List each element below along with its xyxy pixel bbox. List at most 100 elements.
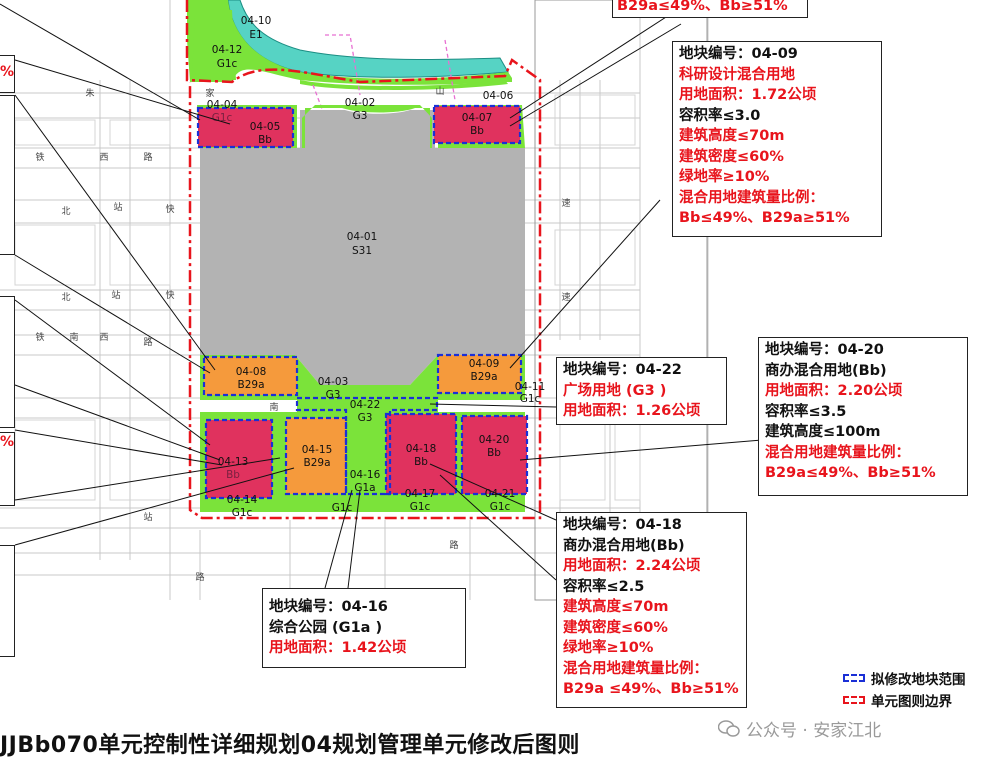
parcel-label: B29a [471, 371, 498, 383]
parcel-label: 04-09 [469, 358, 500, 370]
parcel-04-08-area [204, 357, 297, 395]
parcel-label: Bb [414, 456, 428, 468]
parcel-04-07-area [434, 106, 520, 143]
parcel-label: 04-16 [350, 469, 381, 481]
svg-text:站: 站 [113, 201, 122, 213]
unit-boundary [185, 0, 542, 520]
parcel-label: S31 [352, 245, 372, 257]
watermark: 公众号 · 安家江北 [717, 716, 881, 741]
parcel-label: 04-17 [405, 488, 436, 500]
callout-04-22: 地块编号：04-22 广场用地 (G3 ) 用地面积：1.26公顷 [556, 357, 727, 425]
svg-text:北: 北 [61, 206, 70, 217]
parcel-label: 04-01 [347, 231, 378, 243]
parcel-label: G1c [332, 502, 353, 514]
modified-parcel-outlines [196, 104, 529, 500]
parcel-04-05-area [198, 108, 293, 147]
left-callout-4 [0, 432, 15, 506]
svg-text:路: 路 [195, 571, 204, 583]
parcel-label: 04-02 [345, 97, 376, 109]
parcel-label: Bb [226, 469, 240, 481]
parcel-label: 04-07 [462, 112, 493, 124]
svg-text:速: 速 [561, 198, 570, 209]
left-callout-1 [0, 55, 15, 93]
svg-text:南: 南 [269, 401, 278, 413]
parcel-04-18-area [386, 414, 456, 494]
legend-unit-boundary: 单元图则边界 [843, 690, 952, 710]
parcel-label: Bb [258, 134, 272, 146]
parcel-label: 04-15 [302, 444, 333, 456]
parcel-label: G1c [212, 112, 233, 124]
left-callout-percent: % [0, 434, 15, 450]
svg-text:南: 南 [69, 331, 78, 343]
svg-text:山: 山 [435, 86, 444, 97]
street-names: 朱 家 山 铁 西 路 北 站 快 速 铁 南 西 路 北 站 快 速 南 站 … [35, 86, 570, 583]
parcel-04-20-area [462, 416, 527, 494]
svg-text:朱: 朱 [85, 87, 94, 99]
parcel-label: G3 [353, 110, 368, 122]
svg-text:铁: 铁 [35, 151, 44, 163]
green-strip-top [187, 0, 512, 85]
legend-blue-dash-icon [843, 674, 865, 682]
parcel-label: 04-18 [406, 443, 437, 455]
parcel-label: 04-14 [227, 494, 258, 506]
parcel-label: 04-08 [236, 366, 267, 378]
svg-text:站: 站 [111, 289, 120, 301]
svg-text:北: 北 [61, 292, 70, 303]
svg-text:速: 速 [561, 292, 570, 303]
parcel-label: G3 [326, 389, 341, 401]
parcel-label: G1c [232, 507, 253, 519]
parcel-label: G1a [354, 482, 375, 494]
parcel-label: E1 [249, 29, 262, 41]
parcel-label: B29a [304, 457, 331, 469]
parcel-label: 04-12 [212, 44, 243, 56]
parcel-label: G1c [410, 501, 431, 513]
parcel-labels: 04-10 E1 04-12 G1c 04-04 G1c 04-05 Bb 04… [207, 15, 546, 519]
callout-04-16: 地块编号：04-16 综合公园 (G1a ) 用地面积：1.42公顷 [262, 588, 466, 668]
parcel-label: G1c [217, 58, 238, 70]
parcel-04-01-area [200, 110, 525, 385]
parcel-label: G1c [520, 393, 541, 405]
parcel-label: 04-04 [207, 99, 238, 111]
callout-04-20: 地块编号：04-20 商办混合用地(Bb) 用地面积：2.20公顷 容积率≤3.… [758, 337, 968, 496]
parcel-label: 04-05 [250, 121, 281, 133]
parcel-label: Bb [487, 447, 501, 459]
svg-text:路: 路 [143, 151, 152, 163]
parcel-label: 04-03 [318, 376, 349, 388]
parcel-label: G1c [490, 501, 511, 513]
parcel-label: Bb [470, 125, 484, 137]
svg-text:站: 站 [143, 511, 152, 523]
left-callout-3 [0, 296, 15, 428]
left-callout-5 [0, 545, 15, 657]
svg-text:快: 快 [165, 289, 174, 301]
legend-red-dash-icon [843, 696, 865, 704]
legend-modified-parcels: 拟修改地块范围 [843, 668, 966, 688]
svg-text:家: 家 [205, 87, 214, 99]
svg-text:西: 西 [99, 332, 108, 343]
parcel-04-09-area [438, 355, 521, 393]
svg-text:快: 快 [165, 203, 174, 215]
svg-text:铁: 铁 [35, 331, 44, 343]
leader-lines [0, 3, 763, 589]
parcel-label: 04-06 [483, 90, 514, 102]
parcel-04-15-area [286, 418, 346, 494]
parcel-label: B29a [238, 379, 265, 391]
parcel-label: G3 [358, 412, 373, 424]
parcel-label: 04-13 [218, 456, 249, 468]
parcel-label: 04-11 [515, 381, 546, 393]
parcel-04-12-area [192, 10, 236, 80]
svg-text:路: 路 [143, 336, 152, 348]
left-callout-percent: % [0, 64, 15, 80]
wechat-icon [717, 719, 740, 738]
parcel-label: 04-21 [485, 488, 516, 500]
parcel-label: 04-20 [479, 434, 510, 446]
svg-text:西: 西 [99, 152, 108, 163]
page-title: JJBb070单元控制性详细规划04规划管理单元修改后图则 [0, 733, 580, 758]
parcel-label: 04-10 [241, 15, 272, 27]
parcel-label: 04-22 [350, 399, 381, 411]
callout-top-partial: B29a≤49%、Bb≥51% [612, 0, 808, 18]
callout-04-18: 地块编号：04-18 商办混合用地(Bb) 用地面积：2.24公顷 容积率≤2.… [556, 512, 747, 708]
background-lots [14, 94, 641, 501]
svg-text:路: 路 [449, 539, 458, 551]
left-callout-2 [0, 95, 15, 255]
